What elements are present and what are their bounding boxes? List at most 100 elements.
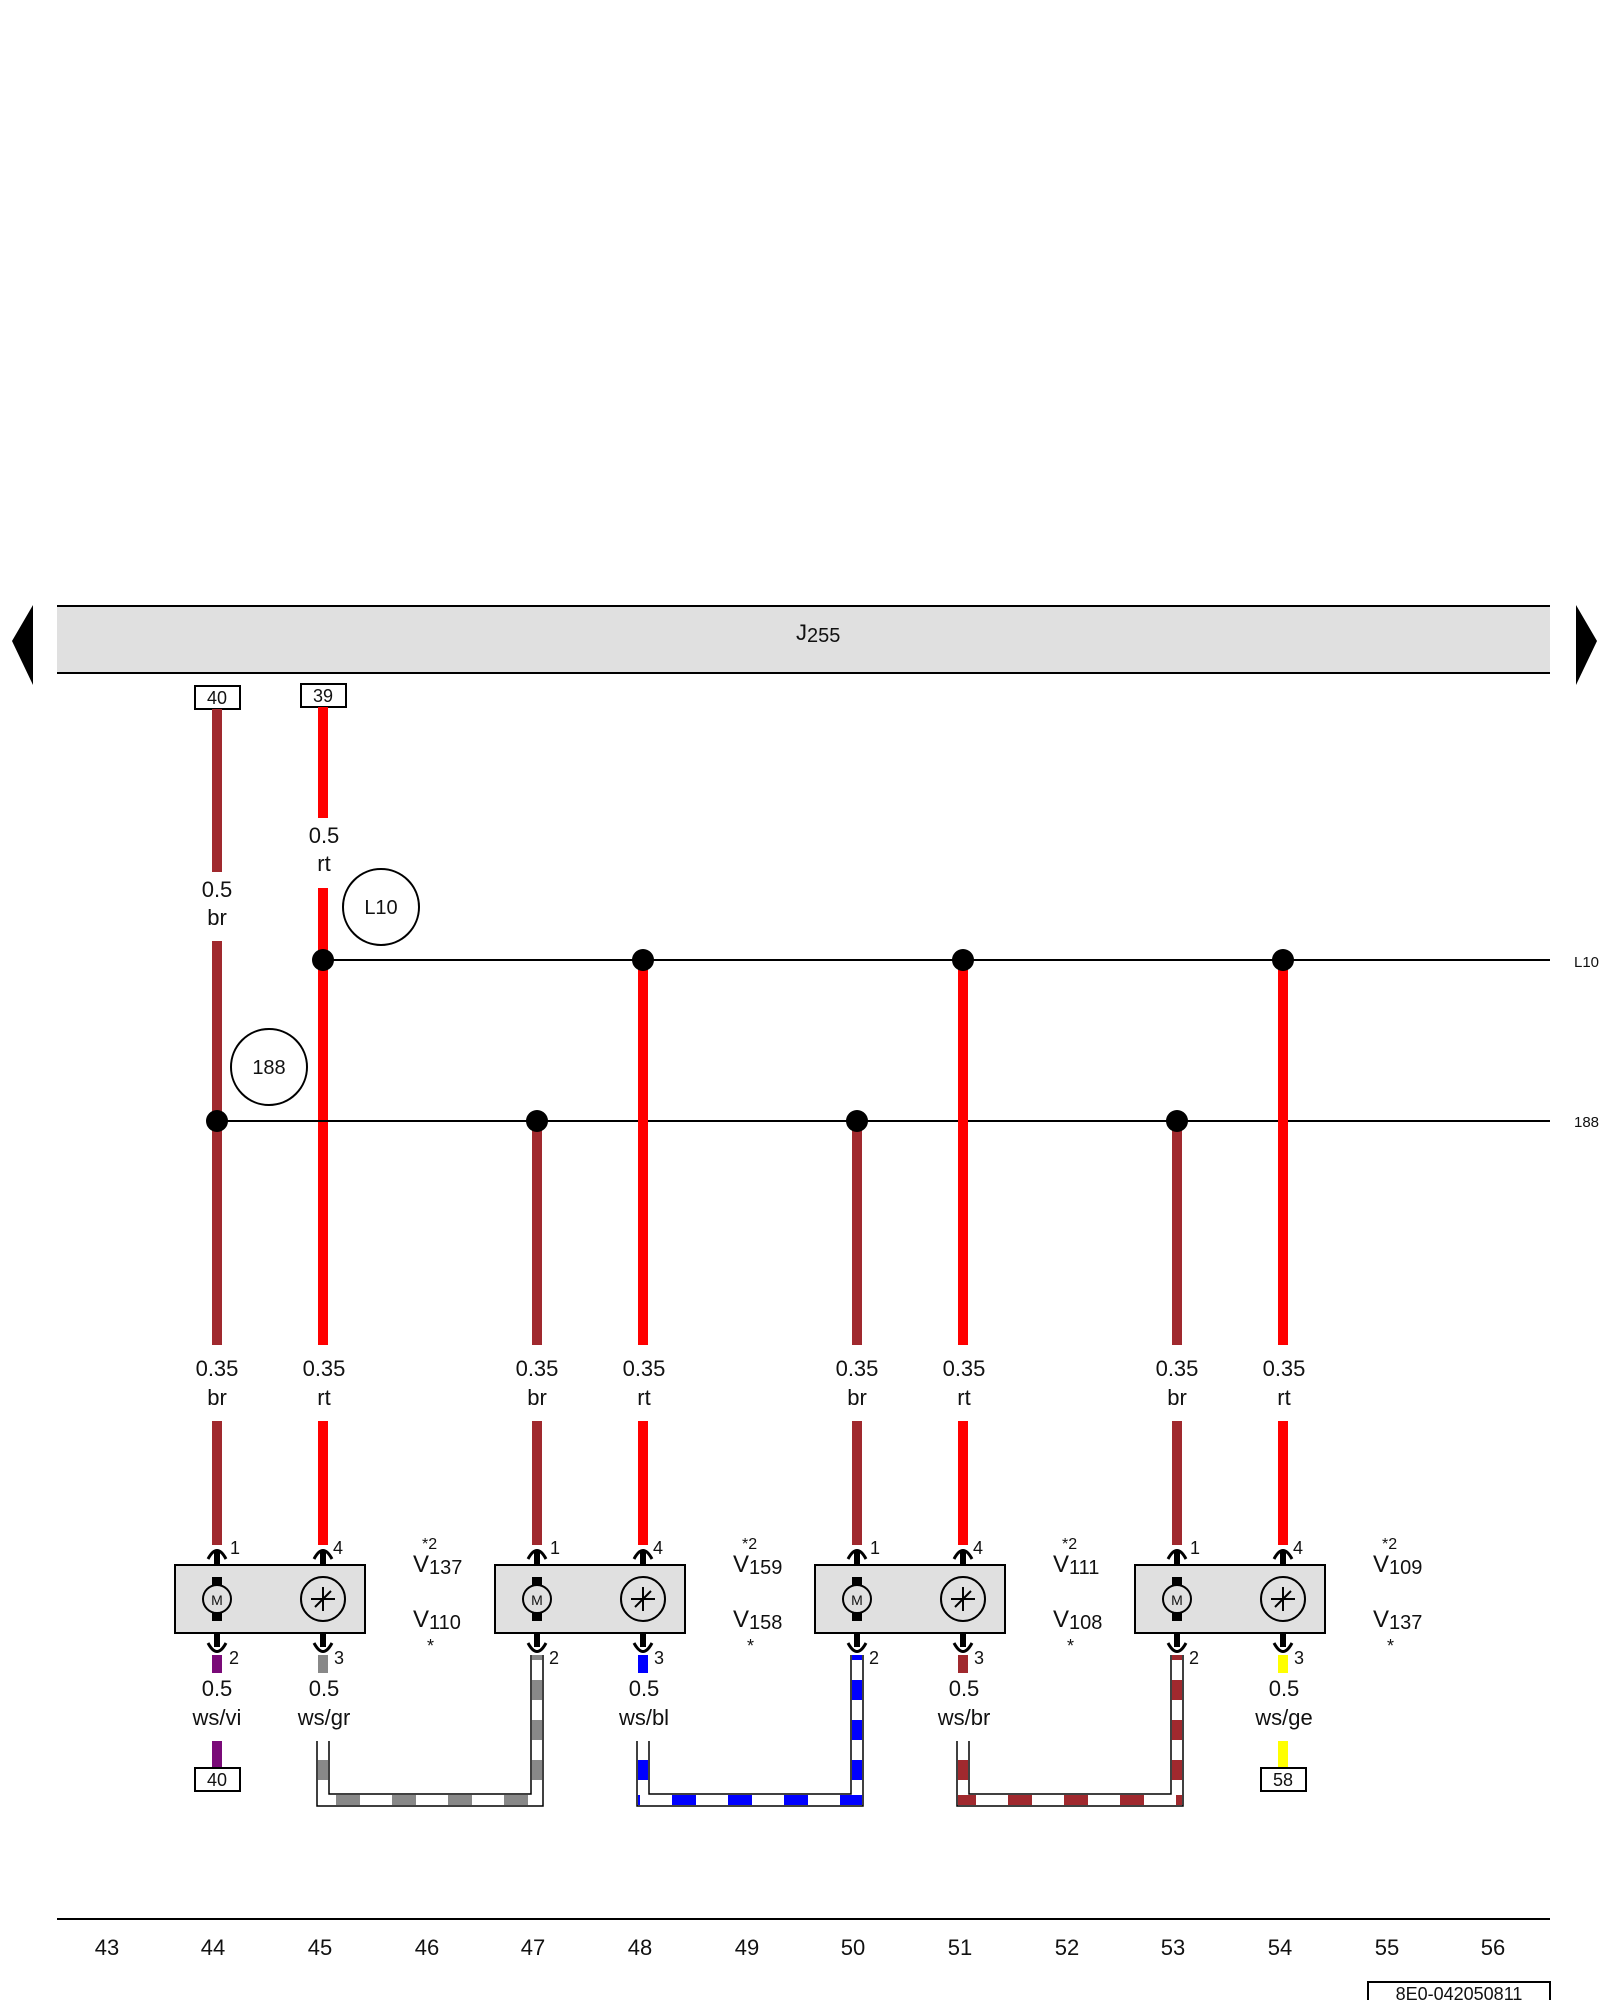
track-number: 50 (841, 1935, 865, 1960)
m2-p4-size: 0.35 (623, 1356, 666, 1381)
svg-text:*2: *2 (742, 1536, 757, 1553)
m1-p3-color: ws/gr (297, 1705, 351, 1730)
track-number: 53 (1161, 1935, 1185, 1960)
label-gaps (205, 1345, 1295, 1421)
m3-pin3: 3 (974, 1648, 984, 1668)
track-number: 46 (415, 1935, 439, 1960)
m2-pin4: 4 (653, 1538, 663, 1558)
m4-p3-size: 0.5 (1269, 1676, 1300, 1701)
feed-brown-size: 0.5 (202, 877, 233, 902)
bus-188-end-label: 188 (1574, 1114, 1599, 1131)
m2-component-labels: *2 V159 V158 * (733, 1536, 782, 1656)
bus-188-circle-label: 188 (252, 1057, 285, 1079)
feed-red-color: rt (317, 851, 330, 876)
m1-p1-size: 0.35 (196, 1356, 239, 1381)
connector-58-bottom (1260, 1767, 1307, 1792)
track-number: 56 (1481, 1935, 1505, 1960)
connector-58-bottom-label: 58 (1273, 1770, 1293, 1790)
track-number: 51 (948, 1935, 972, 1960)
motor-unit-1: M (174, 1564, 366, 1634)
m3-p3-color: ws/br (937, 1705, 991, 1730)
m2-pin2: 2 (549, 1648, 559, 1668)
m4-pin4: 4 (1293, 1538, 1303, 1558)
m1-component-labels: *2 V137 V110 * (413, 1536, 462, 1656)
junction-dots (206, 949, 1294, 1132)
m3-pin2: 2 (869, 1648, 879, 1668)
m4-pin3: 3 (1294, 1648, 1304, 1668)
track-number: 49 (735, 1935, 759, 1960)
connector-40-top-label: 40 (207, 688, 227, 708)
m2-p3-size: 0.5 (629, 1676, 660, 1701)
svg-text:V159: V159 (733, 1551, 782, 1579)
m3-p1-size: 0.35 (836, 1356, 879, 1381)
connector-39-top-label: 39 (313, 686, 333, 706)
control-unit-bar (57, 606, 1550, 673)
m2-pin1: 1 (550, 1538, 560, 1558)
m3-p1-color: br (847, 1385, 867, 1410)
m4-p4-size: 0.35 (1263, 1356, 1306, 1381)
svg-text:*: * (427, 1636, 434, 1656)
m1-pin4: 4 (333, 1538, 343, 1558)
m2-p1-color: br (527, 1385, 547, 1410)
m3-pin1: 1 (870, 1538, 880, 1558)
track-number: 43 (95, 1935, 119, 1960)
track-number: 55 (1375, 1935, 1399, 1960)
svg-text:*: * (1067, 1636, 1074, 1656)
m1-motor-symbol: M (211, 1592, 223, 1608)
track-number: 47 (521, 1935, 545, 1960)
document-id: 8E0-042050811 (1396, 1984, 1523, 2000)
svg-text:*: * (1387, 1636, 1394, 1656)
m3-component-labels: *2 V111 V108 * (1053, 1536, 1102, 1656)
m1-p3-size: 0.5 (309, 1676, 340, 1701)
svg-text:V108: V108 (1053, 1606, 1102, 1634)
svg-text:*2: *2 (1382, 1536, 1397, 1553)
yellow-wire-stub (1278, 1741, 1288, 1768)
m4-pin1: 1 (1190, 1538, 1200, 1558)
bus-l10-end-label: L10 (1574, 954, 1599, 971)
m2-pin3: 3 (654, 1648, 664, 1668)
m4-component-labels: *2 V109 V137 * (1373, 1536, 1422, 1656)
track-number: 45 (308, 1935, 332, 1960)
bottom-wire-stubs (212, 1655, 1288, 1673)
track-numbers: 43 44 45 46 47 48 49 50 51 52 53 54 55 5… (95, 1935, 1505, 1960)
motor-unit-4: M (1134, 1564, 1326, 1634)
drop-wires (532, 960, 1288, 1355)
m2-p4-color: rt (637, 1385, 650, 1410)
m1-p2-color: ws/vi (192, 1705, 242, 1730)
svg-text:V109: V109 (1373, 1551, 1422, 1579)
connector-40-bottom (194, 1767, 241, 1792)
m1-p4-size: 0.35 (303, 1356, 346, 1381)
violet-wire-stub (212, 1741, 222, 1768)
m3-p4-size: 0.35 (943, 1356, 986, 1381)
track-number: 44 (201, 1935, 225, 1960)
m2-motor-symbol: M (531, 1592, 543, 1608)
svg-text:V111: V111 (1053, 1551, 1099, 1579)
m3-motor-symbol: M (851, 1592, 863, 1608)
m1-pin1: 1 (230, 1538, 240, 1558)
m3-p3-size: 0.5 (949, 1676, 980, 1701)
pin-arcs (206, 1549, 1294, 1653)
m1-p2-size: 0.5 (202, 1676, 233, 1701)
control-unit-label: J255 (796, 620, 840, 647)
m2-p1-size: 0.35 (516, 1356, 559, 1381)
prev-page-arrow-icon[interactable] (12, 605, 33, 685)
feed-brown-color: br (207, 905, 227, 930)
pin-posts (214, 1551, 1286, 1647)
m4-p3-color: ws/ge (1254, 1705, 1312, 1730)
grey-striped-wire (316, 1655, 544, 1807)
svg-text:V137: V137 (1373, 1606, 1422, 1634)
next-page-arrow-icon[interactable] (1576, 605, 1597, 685)
bus-l10-marker (342, 868, 420, 946)
brown-striped-wire (956, 1655, 1184, 1807)
document-id-box (1367, 1981, 1551, 2000)
m4-p1-color: br (1167, 1385, 1187, 1410)
m2-p3-color: ws/bl (618, 1705, 669, 1730)
svg-text:V158: V158 (733, 1606, 782, 1634)
motor-unit-3: M (814, 1564, 1006, 1634)
m4-p4-color: rt (1277, 1385, 1290, 1410)
m1-pin2: 2 (229, 1648, 239, 1668)
svg-text:*2: *2 (1062, 1536, 1077, 1553)
connector-40-bottom-label: 40 (207, 1770, 227, 1790)
bus-l10-circle-label: L10 (364, 897, 397, 919)
